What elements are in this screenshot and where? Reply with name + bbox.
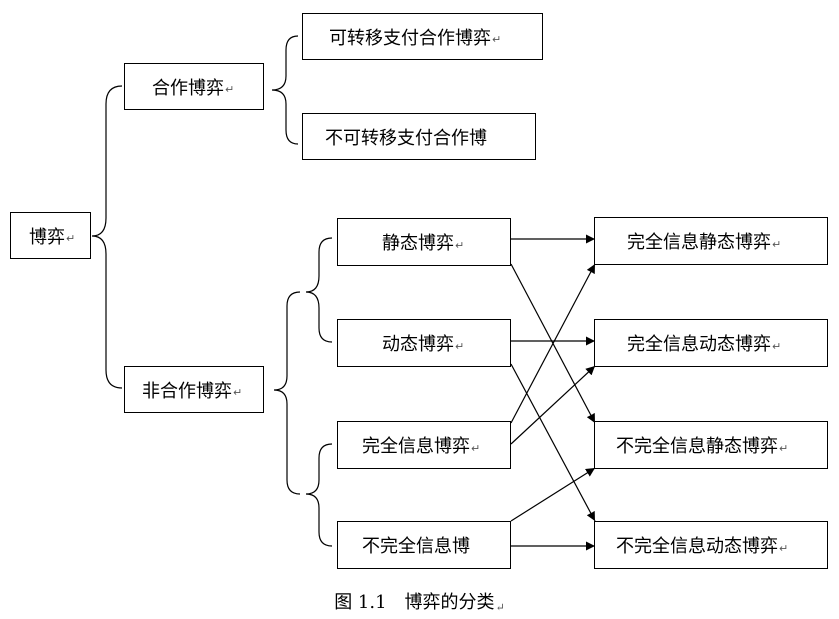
node-incomplete-info-static-label: 不完全信息静态博弈 — [616, 436, 778, 457]
brace-info — [305, 443, 333, 547]
node-complete-info-dynamic-game: 完全信息动态博弈↵ — [594, 319, 828, 367]
paragraph-mark: ↵ — [772, 237, 782, 251]
node-complete-info-static-game: 完全信息静态博弈↵ — [594, 217, 828, 265]
paragraph-mark: ↵ — [455, 238, 465, 252]
paragraph-mark: ↵ — [495, 601, 505, 614]
paragraph-mark: ↵ — [779, 441, 789, 455]
node-transferable-payoff-cooperative-game: 可转移支付合作博弈↵ — [302, 13, 543, 60]
brace-cooperative — [271, 35, 299, 145]
node-game: 博弈↵ — [10, 212, 91, 259]
figure-caption: 图 1.1 博弈的分类↵ — [0, 588, 839, 614]
node-nontransferable-label: 不可转移支付合作博 — [325, 127, 487, 149]
paragraph-mark: ↵ — [225, 83, 235, 96]
paragraph-mark: ↵ — [471, 441, 481, 455]
node-complete-info-dynamic-label: 完全信息动态博弈 — [627, 334, 771, 355]
brace-noncooperative — [273, 291, 301, 495]
node-noncooperative-game: 非合作博弈↵ — [124, 366, 264, 413]
node-noncooperative-game-label: 非合作博弈 — [142, 380, 232, 402]
paragraph-mark: ↵ — [779, 541, 789, 555]
node-incomplete-information-game: 不完全信息博 — [337, 521, 511, 569]
node-complete-info-static-label: 完全信息静态博弈 — [627, 232, 771, 253]
paragraph-mark: ↵ — [233, 386, 243, 399]
brace-time — [305, 237, 333, 343]
node-complete-information-game-label: 完全信息博弈 — [362, 436, 470, 457]
node-dynamic-game-label: 动态博弈 — [382, 334, 454, 355]
brace-root — [91, 85, 123, 389]
node-cooperative-game: 合作博弈↵ — [124, 63, 264, 110]
node-dynamic-game: 动态博弈↵ — [337, 319, 511, 367]
node-game-label: 博弈 — [29, 226, 65, 248]
arrow-incomplete-to-incomplete-static — [510, 467, 596, 522]
paragraph-mark: ↵ — [66, 232, 76, 245]
node-incomplete-info-static-game: 不完全信息静态博弈↵ — [594, 421, 828, 469]
arrow-complete-to-complete-dynamic — [510, 365, 596, 445]
node-incomplete-info-dynamic-label: 不完全信息动态博弈 — [616, 536, 778, 557]
node-static-game-label: 静态博弈 — [382, 233, 454, 254]
arrow-dynamic-to-incomplete-dynamic — [510, 363, 596, 522]
node-incomplete-information-game-label: 不完全信息博 — [362, 536, 470, 557]
node-nontransferable-payoff-cooperative-game: 不可转移支付合作博 — [302, 113, 536, 160]
paragraph-mark: ↵ — [772, 339, 782, 353]
node-static-game: 静态博弈↵ — [337, 218, 511, 266]
paragraph-mark: ↵ — [492, 33, 502, 46]
arrow-complete-to-complete-static — [510, 263, 596, 424]
node-cooperative-game-label: 合作博弈 — [152, 77, 224, 99]
node-complete-information-game: 完全信息博弈↵ — [337, 421, 511, 469]
node-incomplete-info-dynamic-game: 不完全信息动态博弈↵ — [594, 521, 828, 569]
figure-caption-text: 图 1.1 博弈的分类 — [334, 592, 495, 613]
paragraph-mark: ↵ — [455, 339, 465, 353]
node-transferable-label: 可转移支付合作博弈 — [329, 27, 491, 49]
